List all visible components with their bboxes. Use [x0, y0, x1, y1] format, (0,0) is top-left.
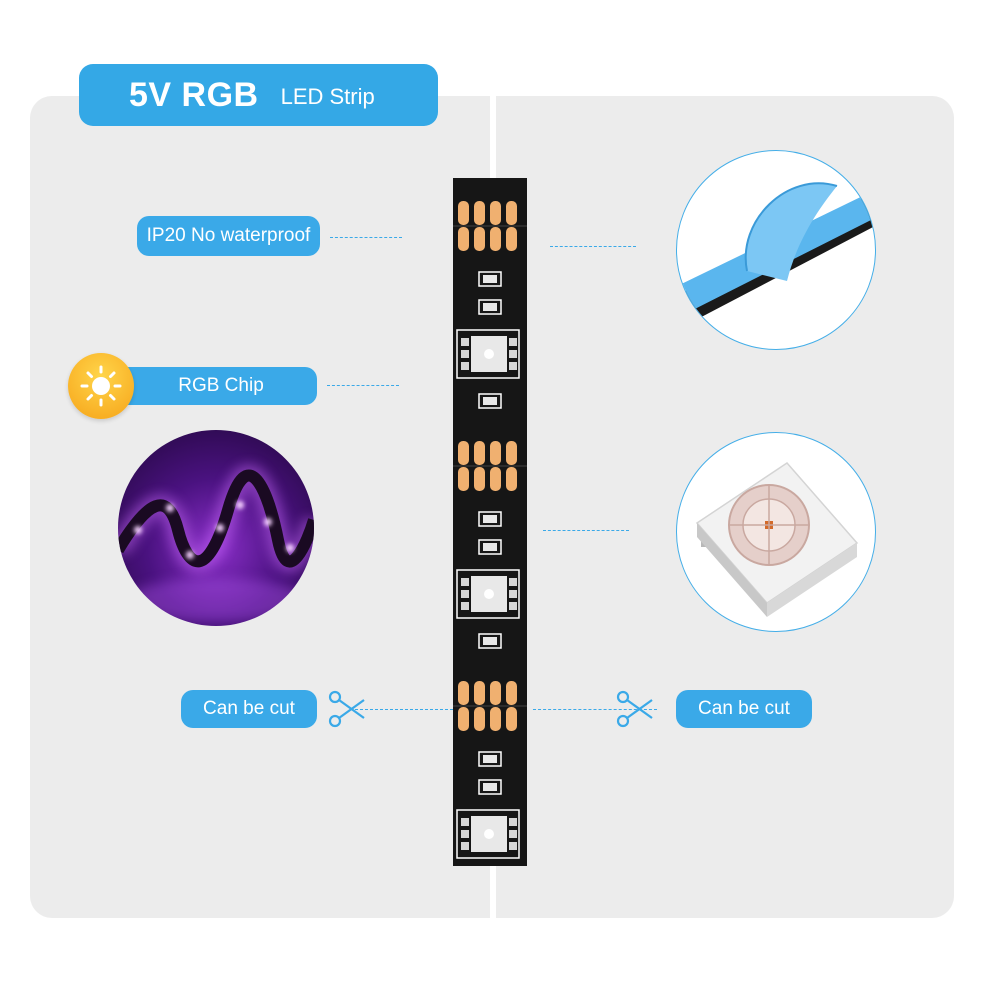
scissors-icon	[614, 690, 654, 733]
glowing-strip-photo	[118, 430, 314, 626]
waterproof-label: IP20 No waterproof	[137, 216, 320, 256]
connector-line	[543, 530, 629, 531]
connector-line	[327, 385, 399, 386]
cut-line	[533, 709, 657, 710]
connector-line	[330, 237, 402, 238]
led-strip	[453, 178, 527, 866]
adhesive-tape-detail	[676, 150, 876, 350]
connector-line	[550, 246, 636, 247]
page-subtitle: LED Strip	[280, 84, 375, 109]
cut-label-right: Can be cut	[676, 690, 812, 728]
title-badge: 5V RGB LED Strip	[79, 64, 438, 126]
scissors-icon	[326, 690, 366, 733]
cut-line	[355, 709, 453, 710]
page-title: 5V RGB	[129, 75, 259, 114]
sun-icon	[68, 353, 134, 419]
rgb-chip-detail	[676, 432, 876, 632]
cut-label-left: Can be cut	[181, 690, 317, 728]
